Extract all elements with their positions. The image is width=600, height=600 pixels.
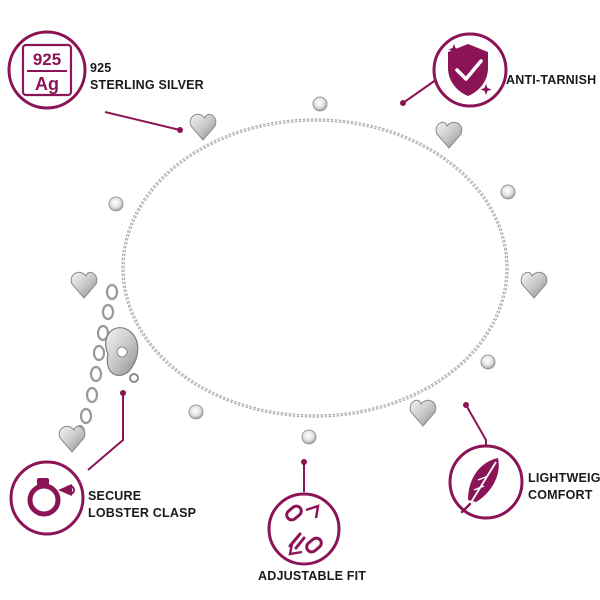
heart-charm <box>70 271 98 299</box>
lobster-clasp-icon <box>9 460 85 536</box>
gem-charm <box>500 184 516 200</box>
heart-charm <box>520 271 548 299</box>
svg-text:Ag: Ag <box>35 74 59 94</box>
label-anti-tarnish: ANTI-TARNISH <box>506 73 597 87</box>
gem-charm <box>301 429 317 445</box>
leader-lines <box>87 69 487 492</box>
label-lightweight-comfort: LIGHTWEIGHT COMFORT <box>528 471 600 502</box>
label-secure-lobster-clasp: SECURE LOBSTER CLASP <box>88 489 197 520</box>
gem-charm <box>312 96 328 112</box>
gem-charm <box>108 196 124 212</box>
leader-clasp <box>87 393 124 471</box>
gem-charm <box>480 354 496 370</box>
leader-silver <box>104 111 181 131</box>
adjustable-chain-icon <box>267 492 341 566</box>
feather-icon <box>448 444 524 520</box>
svg-text:925: 925 <box>33 50 61 69</box>
shield-check-icon <box>432 32 508 108</box>
charms <box>58 96 548 453</box>
anklet-chain <box>121 118 509 418</box>
label-925-sterling-silver: 925 STERLING SILVER <box>90 61 204 92</box>
heart-charm <box>435 121 463 149</box>
label-adjustable-fit: ADJUSTABLE FIT <box>258 569 367 583</box>
925-ag-badge: 925 Ag <box>7 30 87 110</box>
gem-charm <box>188 404 204 420</box>
leader-light <box>465 404 487 448</box>
heart-charm <box>189 113 217 141</box>
heart-charm <box>409 399 437 427</box>
lobster-clasp <box>105 327 139 383</box>
heart-charm <box>58 425 86 453</box>
